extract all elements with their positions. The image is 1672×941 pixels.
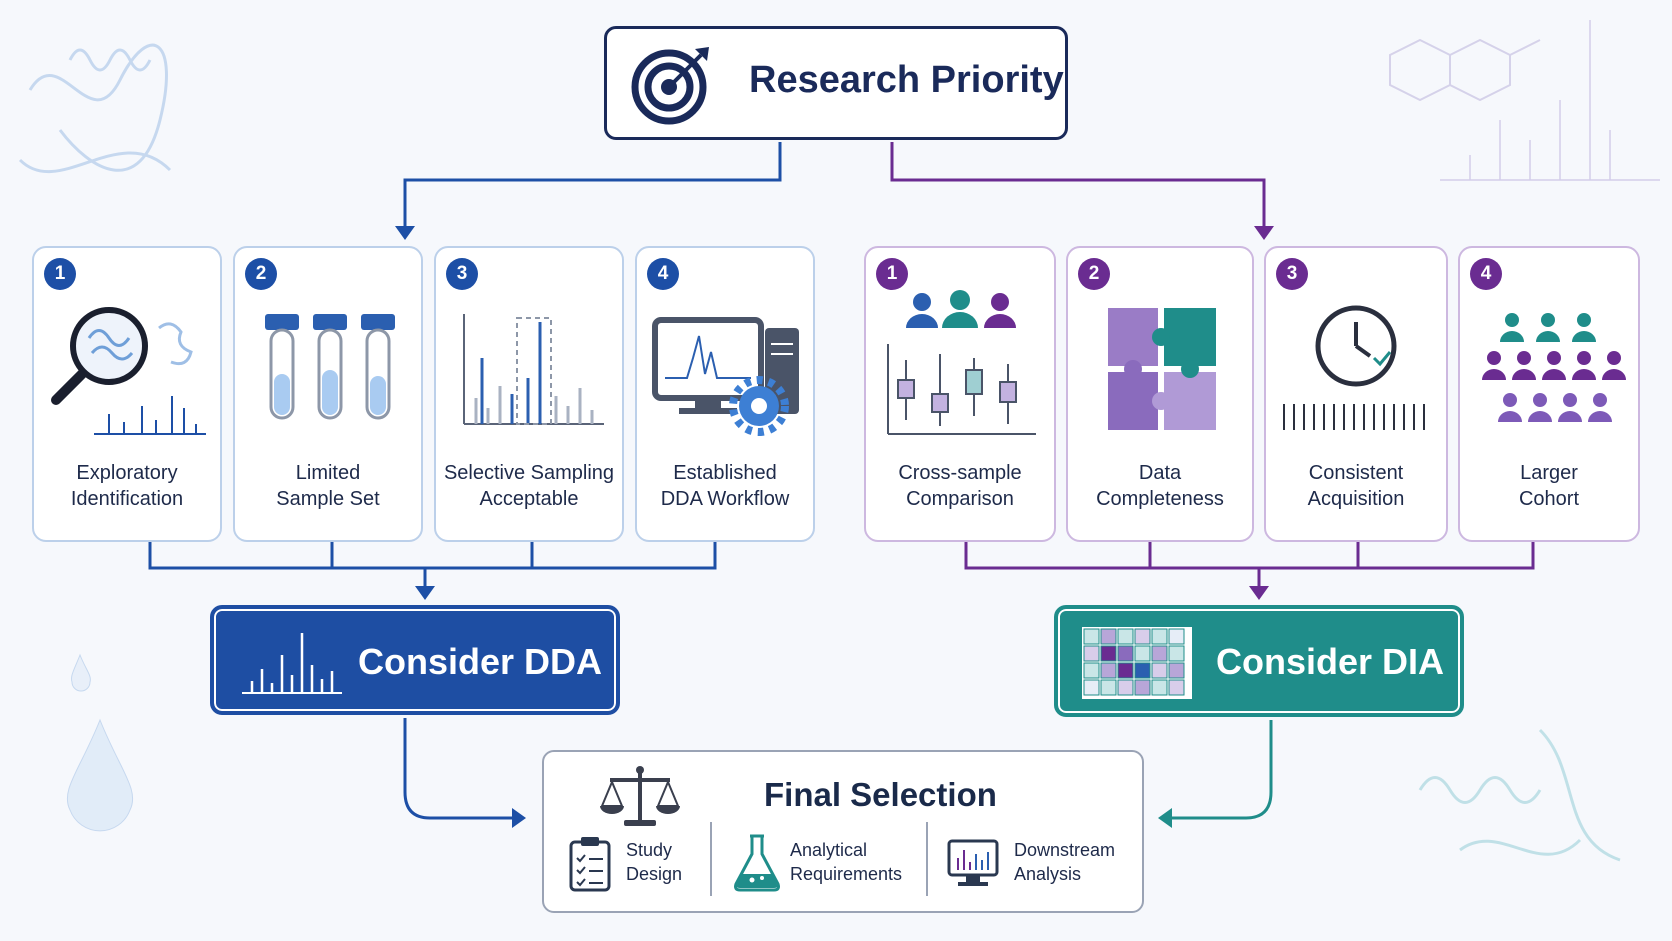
dia-merge-connector — [964, 542, 1535, 588]
final-selection-title: Final Selection — [764, 776, 997, 813]
research-priority-title: Research Priority — [749, 59, 1064, 101]
research-priority-box: Research Priority — [604, 26, 1068, 140]
dda-merge-connector — [148, 542, 717, 588]
monitor-chart-icon — [947, 839, 999, 886]
target-icon — [631, 47, 709, 125]
consider-dia-label: Consider DIA — [1216, 641, 1445, 682]
arrowhead-final-right — [1158, 808, 1172, 828]
clock-icon — [1283, 305, 1425, 430]
connector-dda-to-final — [403, 718, 515, 820]
step-number: 2 — [245, 258, 277, 290]
step-number: 4 — [1470, 258, 1502, 290]
clipboard-checklist-icon — [569, 837, 611, 892]
arrowhead-dia-result — [1249, 586, 1269, 600]
test-tubes-icon — [265, 314, 395, 420]
connector-dia-to-final — [1170, 720, 1273, 820]
arrowhead-dda-result — [415, 586, 435, 600]
flask-icon — [734, 834, 780, 892]
divider — [710, 822, 712, 896]
molecule-decoration — [1389, 38, 1541, 102]
step-number: 1 — [876, 258, 908, 290]
puzzle-icon — [1108, 308, 1216, 430]
selected-peak-icon — [463, 314, 604, 425]
scales-icon — [600, 766, 680, 826]
consider-dia-box: Consider DIA — [1054, 605, 1464, 717]
arrowhead-final-left — [512, 808, 526, 828]
step-number: 1 — [44, 258, 76, 290]
step-number: 2 — [1078, 258, 1110, 290]
consider-dda-label: Consider DDA — [358, 641, 603, 682]
droplet-decoration — [66, 653, 134, 832]
arrowhead-dda — [395, 226, 415, 240]
step-number: 3 — [1276, 258, 1308, 290]
step-number: 4 — [647, 258, 679, 290]
protein-ribbon-decoration — [18, 43, 172, 173]
arrowhead-dia — [1254, 226, 1274, 240]
spectrum-decoration — [1440, 20, 1660, 181]
crowd-icon — [1482, 313, 1626, 422]
divider — [926, 822, 928, 896]
consider-dda-box: Consider DDA — [210, 605, 620, 715]
step-number: 3 — [446, 258, 478, 290]
connector-top-to-dia — [890, 142, 1266, 230]
spectrum-bars-icon — [242, 633, 342, 694]
heatmap-grid-icon — [1082, 627, 1192, 699]
people-boxplot-icon — [887, 290, 1036, 435]
protein-ribbon-decoration-right — [1418, 728, 1621, 862]
connector-top-to-dda — [403, 142, 782, 230]
magnifier-spectrum-icon — [51, 307, 206, 435]
computer-gear-icon — [652, 317, 799, 436]
